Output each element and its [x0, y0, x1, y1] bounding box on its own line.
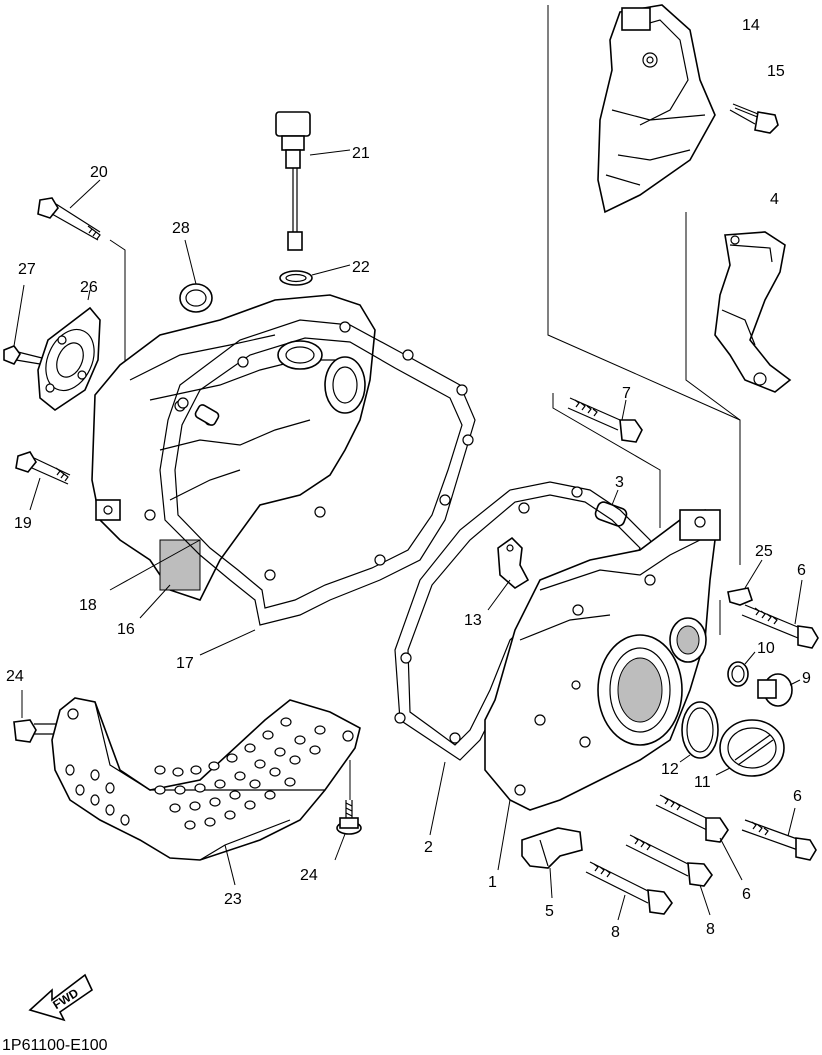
part-12-oring [679, 701, 719, 763]
callout-6: 6 [793, 788, 802, 805]
callout-16: 16 [117, 621, 135, 638]
part-8-bolt-upper [625, 834, 713, 916]
part-20-bolt [37, 179, 101, 241]
callout-1: 1 [488, 874, 497, 891]
callout-28: 28 [172, 220, 190, 237]
part-26-filter-cover [37, 289, 101, 411]
part-9-plug [757, 673, 801, 707]
skid-plate-vent-holes [65, 717, 326, 830]
part-15-bolt [729, 103, 779, 134]
part-8-bolt-lower [585, 861, 673, 921]
callout-8: 8 [706, 921, 715, 938]
callout-15: 15 [767, 63, 785, 80]
callout-17: 17 [176, 655, 194, 672]
part-4-chain-guard [714, 231, 792, 393]
part-24-bolt-lower [334, 800, 362, 861]
callout-25: 25 [755, 543, 773, 560]
callout-20: 20 [90, 164, 108, 181]
callout-18: 18 [79, 597, 97, 614]
part-27-bolt [3, 284, 43, 365]
callout-8: 8 [611, 924, 620, 941]
callout-13: 13 [464, 612, 482, 629]
callout-27: 27 [18, 261, 36, 278]
diagram-code: 1P61100-E100 [2, 1037, 108, 1054]
part-24-bolt-left [13, 690, 58, 743]
part-28-seal [179, 239, 213, 313]
part-10-oring [727, 651, 756, 687]
part-23-skid-plate [51, 697, 361, 886]
callout-3: 3 [615, 474, 624, 491]
callout-24: 24 [6, 668, 24, 685]
callout-21: 21 [352, 145, 370, 162]
callout-12: 12 [661, 761, 679, 778]
part-22-oring [279, 264, 351, 286]
part-6-bolt-upper [741, 579, 819, 649]
callout-24: 24 [300, 867, 318, 884]
part-13-clamp [487, 536, 530, 611]
callout-2: 2 [424, 839, 433, 856]
part-18-dowel [194, 404, 220, 426]
callout-22: 22 [352, 259, 370, 276]
callout-6: 6 [797, 562, 806, 579]
part-6-bolt-lower [655, 794, 743, 881]
callout-4: 4 [770, 191, 779, 208]
part-7-bolt [567, 397, 643, 443]
callout-7: 7 [622, 385, 631, 402]
callout-10: 10 [757, 640, 775, 657]
fwd-arrow: FWD [28, 973, 94, 1022]
callout-19: 19 [14, 515, 32, 532]
part-1-right-crankcase-cover [484, 508, 721, 871]
part-6-bolt-right [741, 807, 817, 861]
part-21-dipstick [275, 111, 351, 251]
callout-11: 11 [694, 774, 711, 791]
callout-26: 26 [80, 279, 98, 296]
part-14-upper-cover [597, 4, 716, 214]
callout-labels: 1 2 3 4 5 6 6 6 7 8 8 9 10 11 12 13 14 1… [6, 17, 811, 941]
part-11-plug [715, 719, 785, 777]
part-25-clip [727, 559, 763, 606]
alignment-lines [109, 5, 741, 800]
callout-14: 14 [742, 17, 760, 34]
callout-5: 5 [545, 903, 554, 920]
callout-6: 6 [742, 886, 751, 903]
callout-23: 23 [224, 891, 242, 908]
part-16-left-crankcase-cover [91, 294, 376, 619]
part-19-bolt [15, 451, 71, 511]
part-5-clip [521, 827, 583, 899]
callout-9: 9 [802, 670, 811, 687]
